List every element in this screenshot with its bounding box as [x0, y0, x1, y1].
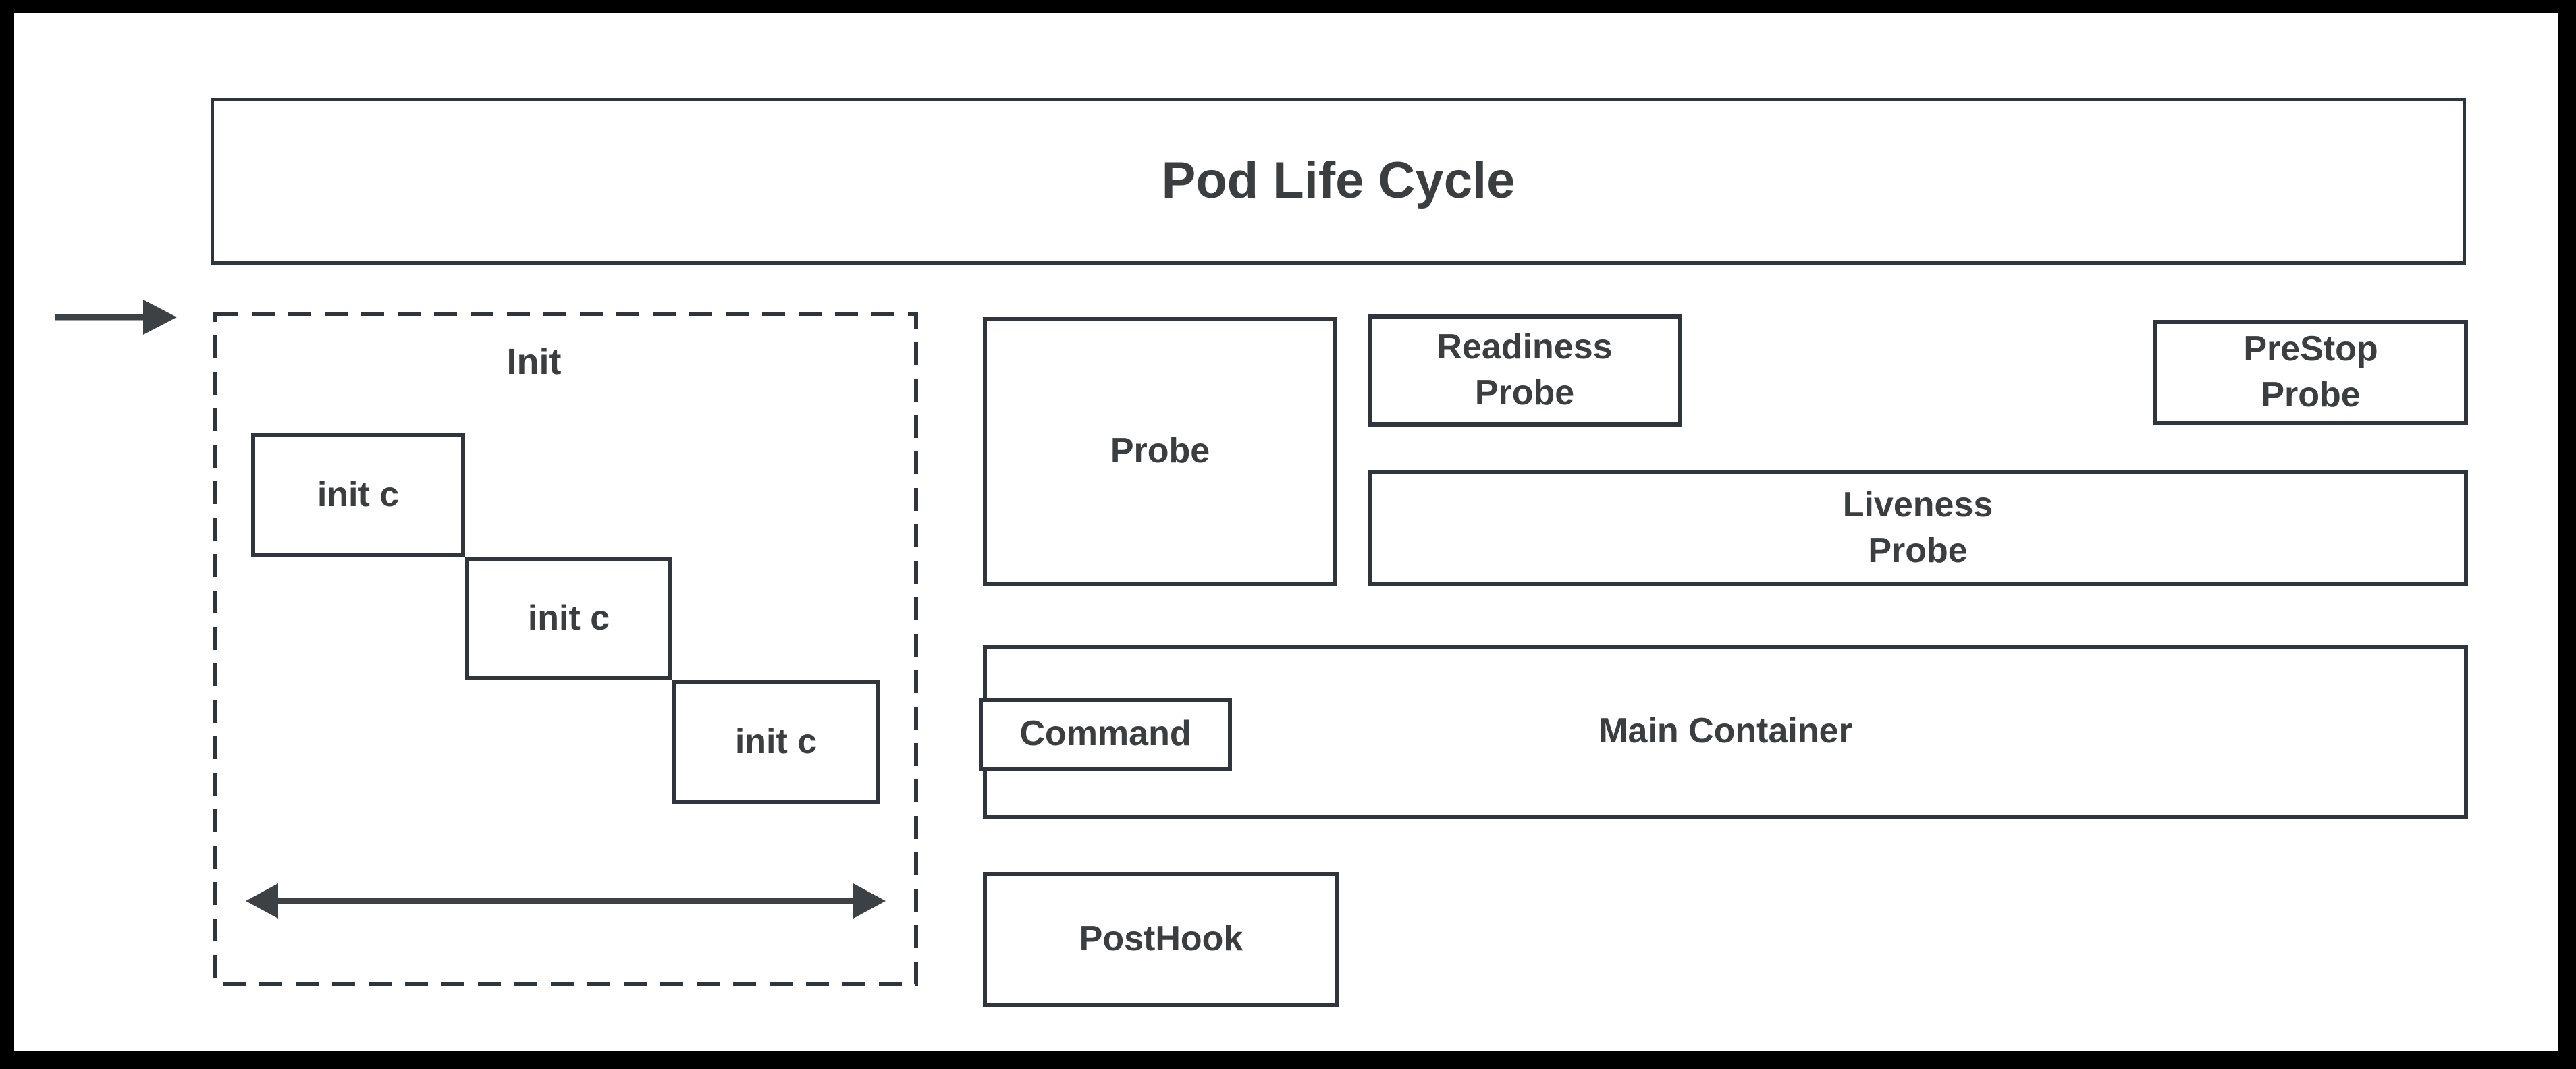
liveness-probe-label-line2: Probe — [1868, 530, 1968, 570]
readiness-probe-box: Readiness Probe — [1368, 314, 1682, 427]
main-container-label: Main Container — [1599, 711, 1852, 751]
liveness-probe-label-line1: Liveness — [1842, 485, 1993, 524]
init-container-box-3: init c — [672, 680, 880, 804]
init-duration-double-arrow-icon — [246, 883, 886, 919]
command-label: Command — [1019, 714, 1191, 754]
posthook-box: PostHook — [983, 872, 1339, 1007]
init-container-box-2: init c — [465, 557, 672, 680]
probe-label: Probe — [1110, 431, 1210, 471]
init-phase-label: Init — [506, 341, 562, 382]
pod-life-cycle-title: Pod Life Cycle — [1161, 152, 1515, 210]
readiness-probe-label-line2: Probe — [1474, 373, 1575, 412]
init-container-label: init c — [317, 474, 400, 514]
init-phase-dashed-border — [213, 312, 918, 986]
liveness-probe-box: Liveness Probe — [1368, 470, 2468, 586]
pod-life-cycle-title-box: Pod Life Cycle — [211, 98, 2466, 265]
init-container-label: init c — [527, 598, 610, 638]
prestop-probe-label-line2: Probe — [2261, 375, 2361, 414]
prestop-probe-box: PreStop Probe — [2153, 320, 2468, 425]
posthook-label: PostHook — [1079, 919, 1243, 959]
readiness-probe-label-line1: Readiness — [1437, 327, 1613, 367]
init-container-box-1: init c — [251, 433, 465, 557]
start-right-arrow-icon — [55, 300, 177, 335]
probe-box: Probe — [983, 317, 1337, 586]
init-container-label: init c — [734, 721, 817, 761]
prestop-probe-label-line1: PreStop — [2243, 329, 2378, 369]
command-box: Command — [979, 698, 1232, 771]
